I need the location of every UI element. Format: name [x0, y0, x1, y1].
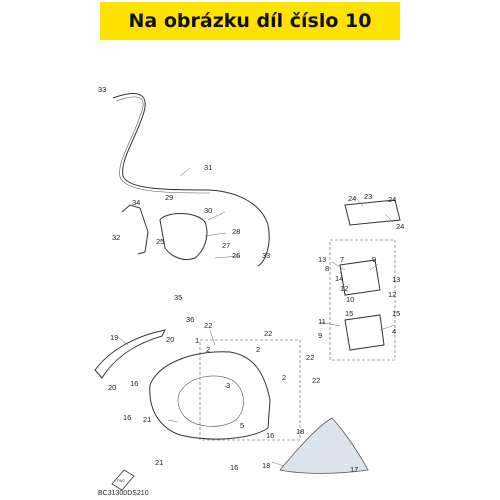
callout-labels: 33 31 29 30 34 32 25 28 27 26 33 23 24 2… [98, 85, 404, 474]
callout-8: 8 [325, 264, 329, 273]
callout-22c: 22 [306, 353, 314, 362]
callout-33b: 33 [262, 251, 270, 260]
callout-17: 17 [350, 465, 358, 474]
callout-10: 10 [346, 295, 354, 304]
callout-16c: 16 [266, 431, 274, 440]
callout-18a: 18 [296, 427, 304, 436]
callout-16b: 16 [123, 413, 131, 422]
callout-4: 4 [392, 327, 396, 336]
assembly-guide-2 [199, 339, 301, 441]
svg-text:FWD: FWD [117, 479, 125, 483]
part-number-banner: Na obrázku díl číslo 10 [100, 2, 400, 40]
callout-22a: 22 [204, 321, 212, 330]
callout-15a: 15 [345, 309, 353, 318]
callout-12b: 12 [388, 290, 396, 299]
callout-19: 19 [110, 333, 118, 342]
callout-12a: 12 [340, 284, 348, 293]
body-cover-inner [177, 375, 244, 427]
callout-25: 25 [156, 237, 164, 246]
bracket-part-32 [121, 204, 149, 255]
callout-24c: 24 [396, 222, 404, 231]
callout-16d: 16 [230, 463, 238, 472]
callout-5: 5 [240, 421, 244, 430]
diagram-reference-code: BC31300DS210 [98, 490, 149, 497]
fairing-part-17 [279, 417, 369, 474]
callout-29: 29 [165, 193, 173, 202]
throttle-cable-inner [115, 96, 211, 194]
leader-lines [117, 167, 396, 467]
callout-2b: 2 [256, 345, 260, 354]
callout-13a: 13 [318, 255, 326, 264]
callout-22d: 22 [312, 376, 320, 385]
callout-32: 32 [112, 233, 120, 242]
callout-30: 30 [204, 206, 212, 215]
relay-bracket [339, 259, 385, 351]
front-arrow-icon: FWD [111, 469, 135, 491]
callout-35: 35 [174, 293, 182, 302]
callout-22b: 22 [264, 329, 272, 338]
callout-24a: 24 [348, 194, 356, 203]
callout-18b: 18 [262, 461, 270, 470]
control-unit-23 [344, 199, 401, 226]
side-panel-19 [94, 329, 166, 379]
callout-16a: 16 [130, 379, 138, 388]
callout-21b: 21 [155, 458, 163, 467]
callout-2c: 2 [282, 373, 286, 382]
callout-31: 31 [204, 163, 212, 172]
callout-9b: 9 [318, 331, 322, 340]
callout-11: 11 [318, 317, 326, 326]
banner-title: Na obrázku díl číslo 10 [128, 10, 372, 32]
callout-15b: 15 [392, 309, 400, 318]
callout-27: 27 [222, 241, 230, 250]
callout-20a: 20 [166, 335, 174, 344]
callout-28: 28 [232, 227, 240, 236]
callout-3: 3 [226, 381, 230, 390]
callout-14: 14 [335, 274, 343, 283]
callout-1: 1 [195, 336, 199, 345]
body-cover-part-10 [149, 351, 271, 440]
callout-20b: 20 [108, 383, 116, 392]
callout-33: 33 [98, 85, 106, 94]
tank-part-25 [159, 213, 208, 261]
callout-26: 26 [232, 251, 240, 260]
callout-13b: 13 [392, 275, 400, 284]
callout-23: 23 [364, 192, 372, 201]
callout-9a: 9 [372, 255, 376, 264]
callout-24b: 24 [388, 195, 396, 204]
callout-34: 34 [132, 198, 140, 207]
callout-7: 7 [340, 255, 344, 264]
callout-2a: 2 [206, 345, 210, 354]
throttle-cable [112, 93, 270, 267]
callout-36: 36 [186, 315, 194, 324]
callout-21a: 21 [143, 415, 151, 424]
assembly-guide-1 [329, 239, 396, 361]
